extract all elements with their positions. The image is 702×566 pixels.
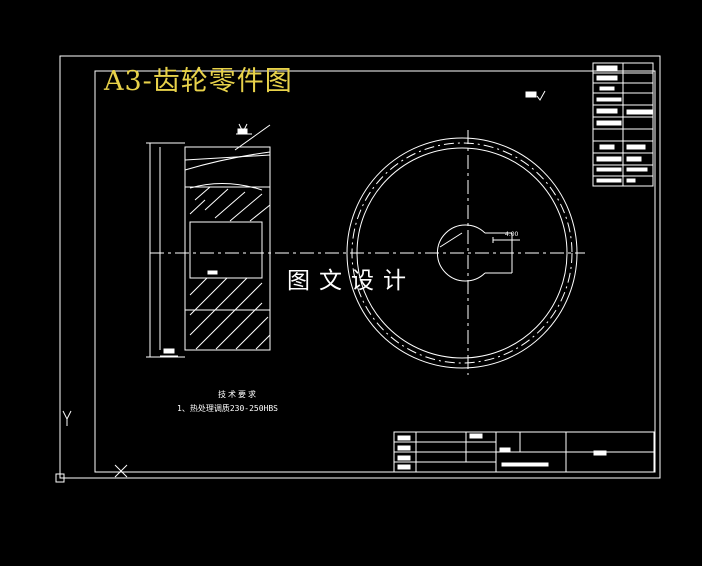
drawing-title: A3-齿轮零件图 [104, 66, 293, 97]
tech-requirements-title: 技术要求 [218, 390, 258, 399]
gear-front-view [346, 137, 578, 369]
title-block [393, 431, 655, 473]
parameter-table [592, 62, 654, 187]
tech-requirements-item: 1、热处理调质230-250HBS [177, 404, 278, 413]
center-line [150, 130, 585, 375]
ucs-icon [55, 410, 128, 483]
roughness-symbol [525, 90, 546, 101]
sheet-border [59, 55, 661, 479]
keyway-dimension-text: 4.00 [505, 231, 519, 238]
gear-section-view [146, 123, 271, 358]
watermark-text: 图文设计 [287, 268, 415, 294]
